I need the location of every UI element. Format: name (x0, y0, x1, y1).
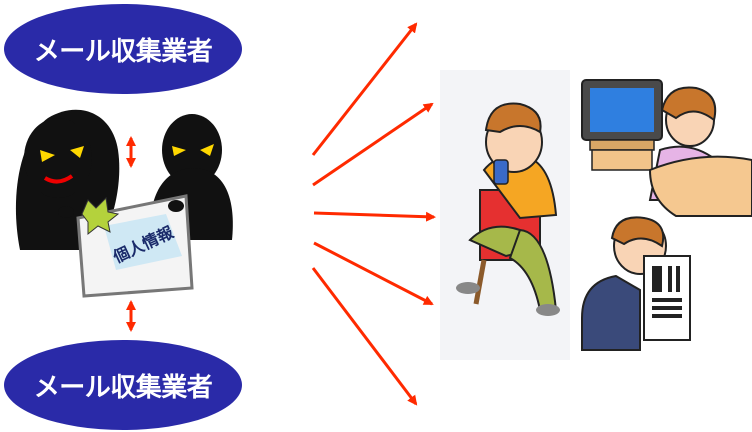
person-phone-icon (456, 102, 560, 316)
collector-label-top-text: メール収集業者 (33, 36, 213, 67)
arrow-5 (311, 267, 418, 406)
person-tv-icon (581, 79, 752, 217)
person-newspaper-icon (581, 216, 691, 351)
document-icon: 個人情報 (58, 194, 194, 298)
spam-arrows (311, 22, 436, 406)
collector-label-bottom: メール収集業者 (4, 340, 242, 430)
collector-label-top: メール収集業者 (4, 4, 242, 94)
arrow-1 (311, 22, 418, 156)
arrow-2 (312, 102, 434, 187)
arrow-4 (313, 241, 434, 306)
arrow-3 (313, 211, 436, 222)
collector-label-bottom-text: メール収集業者 (33, 372, 213, 403)
